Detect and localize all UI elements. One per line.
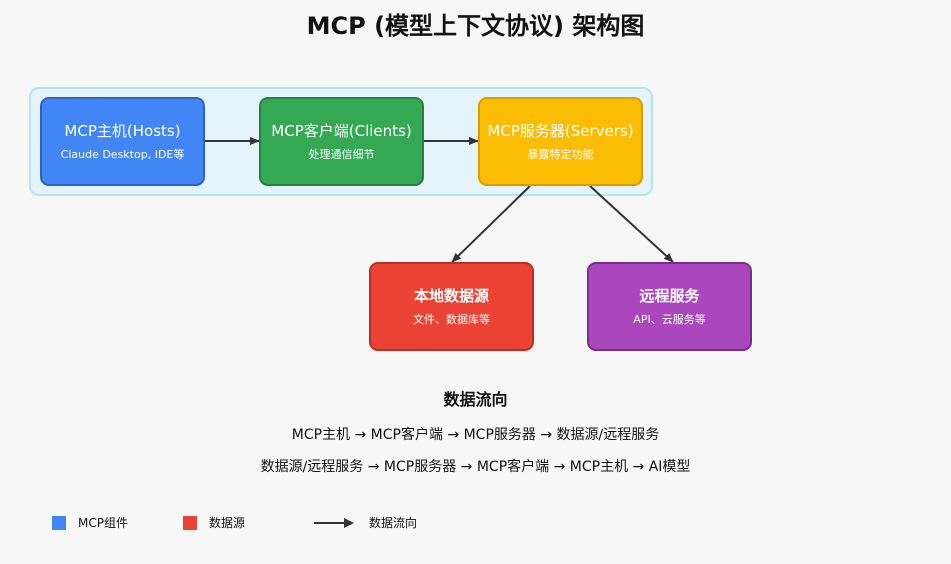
diagram-title: MCP (模型上下文协议) 架构图	[306, 12, 645, 40]
data-flow-title: 数据流向	[443, 390, 508, 409]
node-remote-service: 远程服务 API、云服务等	[587, 262, 752, 351]
legend-red-swatch	[183, 515, 197, 530]
node-hosts-sub: Claude Desktop, IDE等	[60, 148, 185, 161]
node-mcp-hosts: MCP主机(Hosts) Claude Desktop, IDE等	[40, 97, 205, 186]
legend-data-label: 数据源	[209, 516, 246, 530]
node-servers-sub: 暴露特定功能	[527, 148, 594, 161]
node-hosts-label: MCP主机(Hosts)	[64, 122, 181, 140]
legend-mcp-component: MCP组件	[52, 514, 128, 531]
legend-data-flow: 数据流向	[313, 514, 417, 531]
node-local-label: 本地数据源	[413, 287, 489, 305]
node-remote-label: 远程服务	[639, 287, 700, 305]
node-mcp-servers: MCP服务器(Servers) 暴露特定功能	[478, 97, 643, 186]
node-local-data-source: 本地数据源 文件、数据库等	[369, 262, 534, 351]
legend-mcp-label: MCP组件	[78, 516, 128, 530]
arrow-servers-to-local	[451, 185, 531, 263]
node-remote-sub: API、云服务等	[633, 313, 706, 326]
legend-flow-label: 数据流向	[369, 516, 418, 530]
data-flow-line-2: 数据源/远程服务 → MCP服务器 → MCP客户端 → MCP主机 → AI模…	[260, 459, 691, 475]
node-clients-label: MCP客户端(Clients)	[271, 122, 412, 140]
legend-arrow-icon	[314, 517, 354, 528]
legend-data-source: 数据源	[183, 514, 245, 531]
data-flow-line-1: MCP主机 → MCP客户端 → MCP服务器 → 数据源/远程服务	[291, 427, 660, 443]
arrow-servers-to-remote	[589, 185, 674, 263]
node-local-sub: 文件、数据库等	[413, 313, 490, 326]
legend-blue-swatch	[52, 515, 66, 530]
node-mcp-clients: MCP客户端(Clients) 处理通信细节	[259, 97, 424, 186]
node-servers-label: MCP服务器(Servers)	[487, 122, 634, 140]
node-clients-sub: 处理通信细节	[308, 148, 375, 161]
